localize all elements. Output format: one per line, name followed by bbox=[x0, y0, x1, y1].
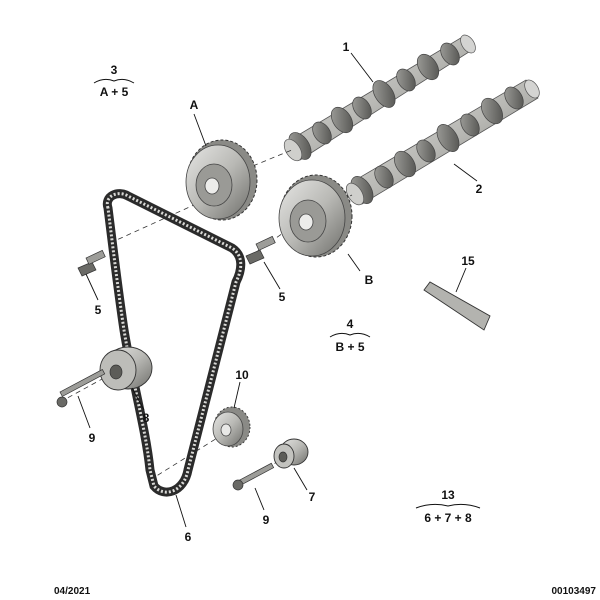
callout-8: 8 bbox=[143, 411, 150, 425]
kit-13-number: 13 bbox=[441, 488, 455, 502]
callout-15: 15 bbox=[461, 254, 475, 268]
kit-3: 3 A + 5 bbox=[93, 63, 135, 99]
kit-3-number: 3 bbox=[111, 63, 118, 77]
camshaft-1 bbox=[283, 34, 476, 162]
label-b: B bbox=[365, 273, 374, 287]
callout-9-right: 9 bbox=[263, 513, 270, 527]
leader-lines bbox=[77, 52, 478, 528]
sprocket-bolt-right bbox=[245, 235, 276, 265]
callout-6: 6 bbox=[185, 530, 192, 544]
pulley-bolt-left bbox=[56, 368, 106, 408]
callout-5-right: 5 bbox=[279, 290, 286, 304]
sprocket-bolt-left bbox=[77, 249, 106, 277]
callout-2: 2 bbox=[476, 182, 483, 196]
kit-3-parts: A + 5 bbox=[100, 85, 129, 99]
label-a: A bbox=[190, 98, 199, 112]
footer-code: 00103497 bbox=[551, 586, 597, 597]
kit-4-parts: B + 5 bbox=[335, 340, 364, 354]
camshaft-2 bbox=[345, 79, 540, 206]
toothed-idler bbox=[212, 406, 251, 448]
callout-1: 1 bbox=[343, 40, 350, 54]
callouts: 1 2 A B 5 5 8 9 10 7 9 6 15 bbox=[89, 40, 483, 544]
kit-13: 13 6 + 7 + 8 bbox=[415, 488, 481, 525]
callout-9-left: 9 bbox=[89, 431, 96, 445]
footer-date: 04/2021 bbox=[54, 586, 91, 597]
idler-roller bbox=[273, 438, 309, 469]
camshaft-sprocket-b bbox=[278, 174, 353, 258]
label-plate bbox=[423, 281, 491, 331]
tensioner-pulley bbox=[99, 346, 153, 391]
timing-belt bbox=[102, 189, 246, 497]
camshaft-sprocket-a bbox=[185, 139, 258, 221]
callout-5-left: 5 bbox=[95, 303, 102, 317]
roller-bolt bbox=[232, 462, 275, 491]
callout-10: 10 bbox=[235, 368, 249, 382]
kit-13-parts: 6 + 7 + 8 bbox=[424, 511, 472, 525]
kit-4: 4 B + 5 bbox=[329, 317, 371, 354]
kit-4-number: 4 bbox=[347, 317, 354, 331]
callout-7: 7 bbox=[309, 490, 316, 504]
